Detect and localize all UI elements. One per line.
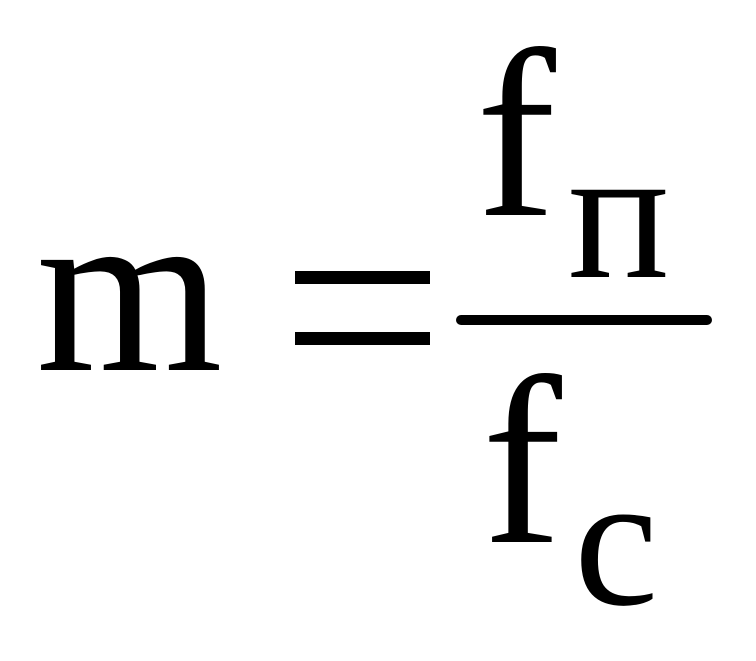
equals-bar-bottom (295, 332, 430, 345)
denominator-subscript: с (574, 436, 659, 646)
equals-bar-top (295, 271, 430, 284)
numerator-subscript: п (568, 109, 670, 319)
fraction-line (456, 315, 712, 325)
numerator-base: f (476, 1, 556, 267)
lhs-variable: m (36, 156, 223, 422)
denominator-base: f (482, 328, 562, 594)
